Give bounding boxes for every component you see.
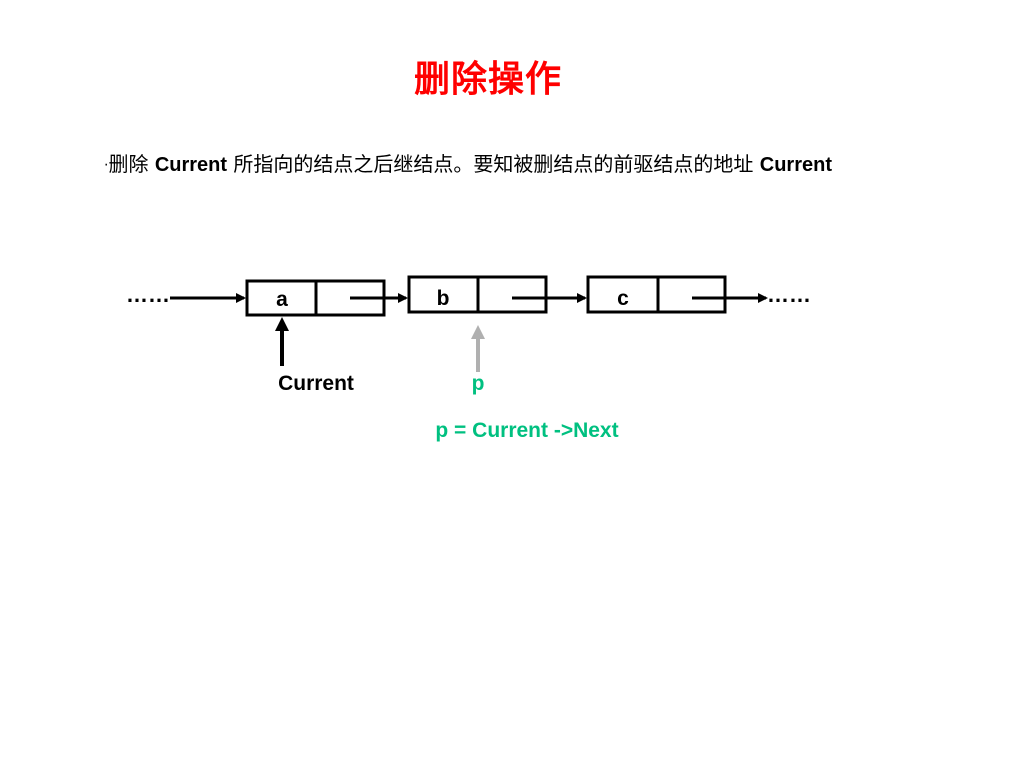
bullet-text: ·删除 Current 所指向的结点之后继结点。要知被删结点的前驱结点的地址 C… [104, 148, 832, 177]
right-ellipsis: …… [767, 282, 811, 307]
left-ellipsis: …… [126, 282, 170, 307]
node-a-label: a [276, 288, 288, 311]
node-b-label: b [437, 287, 450, 310]
node-c: c [586, 275, 727, 314]
slide-title: 删除操作 [413, 59, 562, 100]
assignment-statement: p = Current ->Next [435, 419, 618, 442]
bullet-term-current-1: Current [154, 154, 228, 176]
node-c-label: c [617, 287, 629, 310]
bullet-term-current-2: Current [759, 154, 832, 176]
node-b: b [407, 275, 548, 314]
bullet-part-2: 所指向的结点之后继结点。要知被删结点的前驱结点的地址 [227, 152, 760, 176]
bullet-part-1: 删除 [108, 152, 155, 176]
bullet-marker: · [104, 157, 109, 174]
current-pointer-label: Current [278, 372, 354, 395]
p-pointer-label: p [472, 372, 485, 395]
